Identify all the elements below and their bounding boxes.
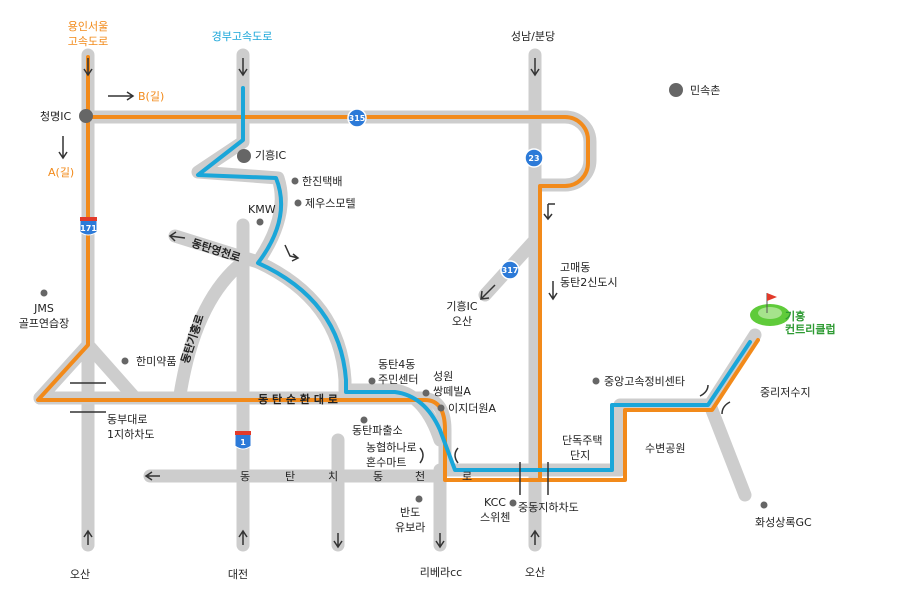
label-country-club-2: 컨트리클럽 [785,322,836,336]
label-nonghyup-1: 농협하나로 [366,440,417,454]
shield-171: 171 [79,217,98,236]
label-gomaedong-2: 동탄2신도시 [560,276,618,289]
label-rivera: 리베라cc [420,566,462,579]
label-a-road: A(길) [48,166,74,179]
route-a-orange [36,55,760,482]
label-kcc-2: 스위첸 [480,511,510,524]
label-dongbu-1: 동부대로 [107,413,147,426]
label-yongin-seoul-1: 용인서울 [68,20,108,33]
label-bando-1: 반도 [400,506,420,519]
cheongmyeong-ic-dot [79,109,93,123]
label-hwaseong: 화성상록GC [755,516,812,529]
label-jms-1: JMS [33,302,54,315]
label-osan-left: 오산 [70,568,90,581]
label-cheongmyeong-ic: 청명IC [40,110,71,123]
direction-arrows [58,58,731,549]
label-osan-right: 오산 [525,566,545,579]
label-kcc-1: KCC [484,496,506,509]
golf-course-icon [750,293,790,326]
road-name-chidong-4: 동 [373,470,383,483]
label-seongwon-1: 성원 [433,370,453,383]
minsokchon-dot [669,83,683,97]
label-giheung-ic: 기흥IC [255,148,286,162]
label-seongwon-2: 쌍떼빌A [433,385,471,398]
label-dongtan4-2: 주민센터 [378,373,418,386]
road-name-chidong-3: 치 [328,470,338,483]
label-jeusu: 제우스모텔 [305,197,356,210]
shield-315: 315 [347,108,367,128]
label-gomaedong-1: 고매동 [560,261,590,274]
label-dongtan4-1: 동탄4동 [378,358,415,371]
label-bando-2: 유보라 [395,521,425,534]
label-danok-1: 단독주택 [562,434,602,447]
label-jms-2: 골프연습장 [19,317,70,330]
label-danok-2: 단지 [570,449,590,462]
road-name-chidong-6: 로 [462,470,472,483]
labels: 용인서울 고속도로 경부고속도로 성남/분당 B(길) A(길) 청명IC 기흥… [19,20,836,581]
label-jungang: 중앙고속정비센타 [604,375,685,388]
label-daejeon: 대전 [228,568,248,581]
label-seongnam: 성남/분당 [511,30,555,43]
svg-text:171: 171 [80,224,97,233]
label-jungri: 중리저수지 [760,386,811,399]
label-yongin-seoul-2: 고속도로 [68,35,108,48]
route-b-blue [196,86,752,472]
poi-dots [40,83,768,509]
label-hanmi: 한미약품 [136,354,176,368]
svg-text:1: 1 [240,438,246,447]
road-name-chidong-5: 천 [415,469,425,483]
label-giheung-osan-1: 기흥IC [446,299,477,313]
road-name-chidong-1: 동 [240,470,250,483]
road-network [33,48,762,552]
svg-text:315: 315 [349,114,366,123]
label-country-club-1: 기흥 [785,309,805,323]
label-suben: 수변공원 [645,442,685,455]
shield-1: 1 [234,431,252,450]
label-hanjin: 한진택배 [302,175,342,188]
svg-text:23: 23 [528,154,539,163]
giheung-ic-dot [237,149,251,163]
label-dongbu-2: 1지하차도 [107,427,154,441]
label-jungdong: 중동지하차도 [518,500,579,514]
label-gyeongbu: 경부고속도로 [212,30,273,43]
road-name-chidong-2: 탄 [285,470,295,483]
shield-23: 23 [524,148,544,168]
shield-317: 317 [500,260,520,280]
label-b-road: B(길) [138,90,164,103]
label-giheung-osan-2: 오산 [452,315,472,328]
svg-text:317: 317 [502,266,519,275]
label-police: 동탄파출소 [352,424,403,437]
road-name-dongtan-giheung: 동탄기흥로 [178,313,207,365]
label-ijideowon: 이지더원A [448,402,496,415]
road-name-dongtan-yeongcheon: 동탄영천로 [190,236,242,265]
label-kmw: KMW [248,203,276,216]
road-name-dongtan-sunhwan: 동 탄 순 환 대 로 [258,392,338,406]
label-nonghyup-2: 혼수마트 [366,456,406,469]
label-minsokchon: 민속촌 [690,84,720,97]
